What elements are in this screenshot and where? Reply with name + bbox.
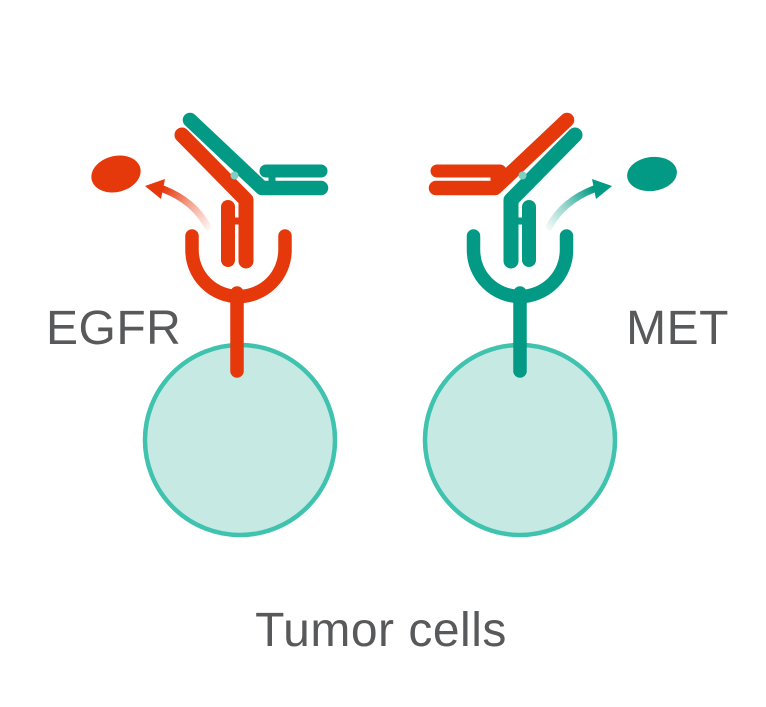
ligand-deflection-arrow-left <box>145 179 212 231</box>
ligand-deflection-arrow-right <box>545 179 612 231</box>
met-label: MET <box>626 302 729 355</box>
arrow-curve-right <box>545 185 598 231</box>
antibody-hinge-dot-left <box>230 171 239 180</box>
arrow-head-right <box>592 179 612 199</box>
antibody-hinge-dot-right <box>518 171 527 180</box>
panel-egfr: EGFR <box>46 112 338 538</box>
antibody-red-heavy-chain <box>174 127 254 269</box>
panel-met: MET <box>422 112 729 538</box>
bispecific-antibody-left <box>174 112 329 269</box>
ligand-egf <box>91 155 141 193</box>
antibody-teal-heavy-chain <box>182 112 329 196</box>
arrow-curve-left <box>159 185 212 231</box>
met-receptor <box>466 229 574 378</box>
arrow-head-left <box>145 179 165 199</box>
ligand-hgf <box>627 156 677 192</box>
bispecific-antibody-right <box>428 112 583 269</box>
antibody-teal-heavy-chain <box>503 127 583 269</box>
egfr-receptor <box>185 229 292 378</box>
caption-tumor-cells: Tumor cells <box>255 604 507 657</box>
egfr-label: EGFR <box>46 302 181 355</box>
